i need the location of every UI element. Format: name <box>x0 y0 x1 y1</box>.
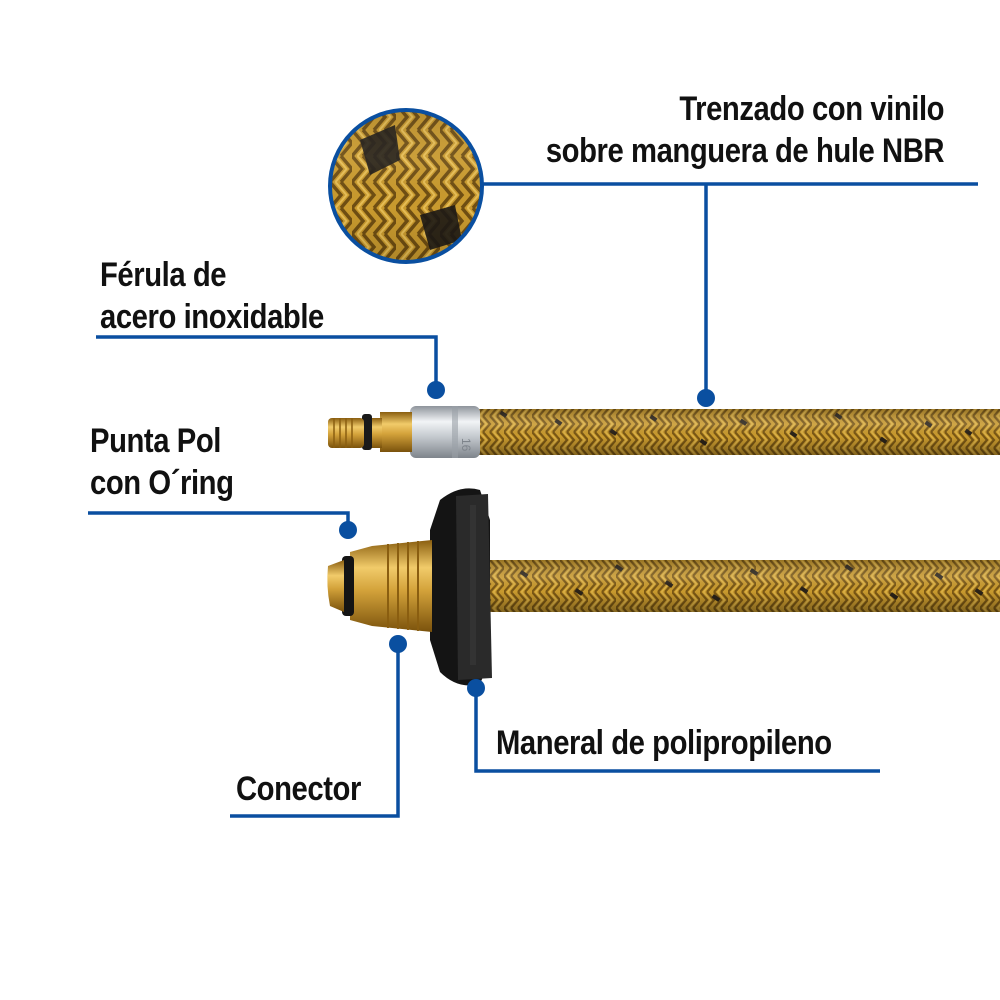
ferrule: 16 <box>410 406 480 458</box>
tip-callout-label: Punta Pol con O´ring <box>90 420 234 504</box>
connector-callout-line <box>230 644 400 818</box>
ferrule-label-line2: acero inoxidable <box>100 298 324 336</box>
handle-callout-label: Maneral de polipropileno <box>496 724 832 762</box>
ferrule-callout-line <box>96 335 438 390</box>
ferrule-callout-dot <box>427 381 445 399</box>
handle-callout-line <box>474 690 880 773</box>
braid-callout-label: Trenzado con vinilo sobre manguera de hu… <box>545 88 945 172</box>
callout-dots <box>339 381 715 697</box>
connector-callout-dot <box>389 635 407 653</box>
ferrule-callout-label: Férula de acero inoxidable <box>100 254 324 338</box>
svg-text:16: 16 <box>459 438 473 452</box>
tip-callout-dot <box>339 521 357 539</box>
pol-connector <box>327 540 432 632</box>
tip-label-line2: con O´ring <box>90 464 234 502</box>
connector-callout-label: Conector <box>236 770 361 808</box>
tip-label-line1: Punta Pol <box>90 422 221 460</box>
braid-label-line2: sobre manguera de hule NBR <box>545 132 945 170</box>
braid-label-line1: Trenzado con vinilo <box>679 90 944 128</box>
braid-detail-icon <box>328 108 484 264</box>
handle-callout-dot <box>467 679 485 697</box>
tip-callout-line <box>88 511 350 530</box>
braid-callout-dot <box>697 389 715 407</box>
small-brass-fitting <box>328 412 412 452</box>
lower-hose <box>490 560 1000 612</box>
ferrule-label-line1: Férula de <box>100 256 227 294</box>
handle-knob <box>430 488 492 686</box>
upper-hose <box>478 409 1000 455</box>
